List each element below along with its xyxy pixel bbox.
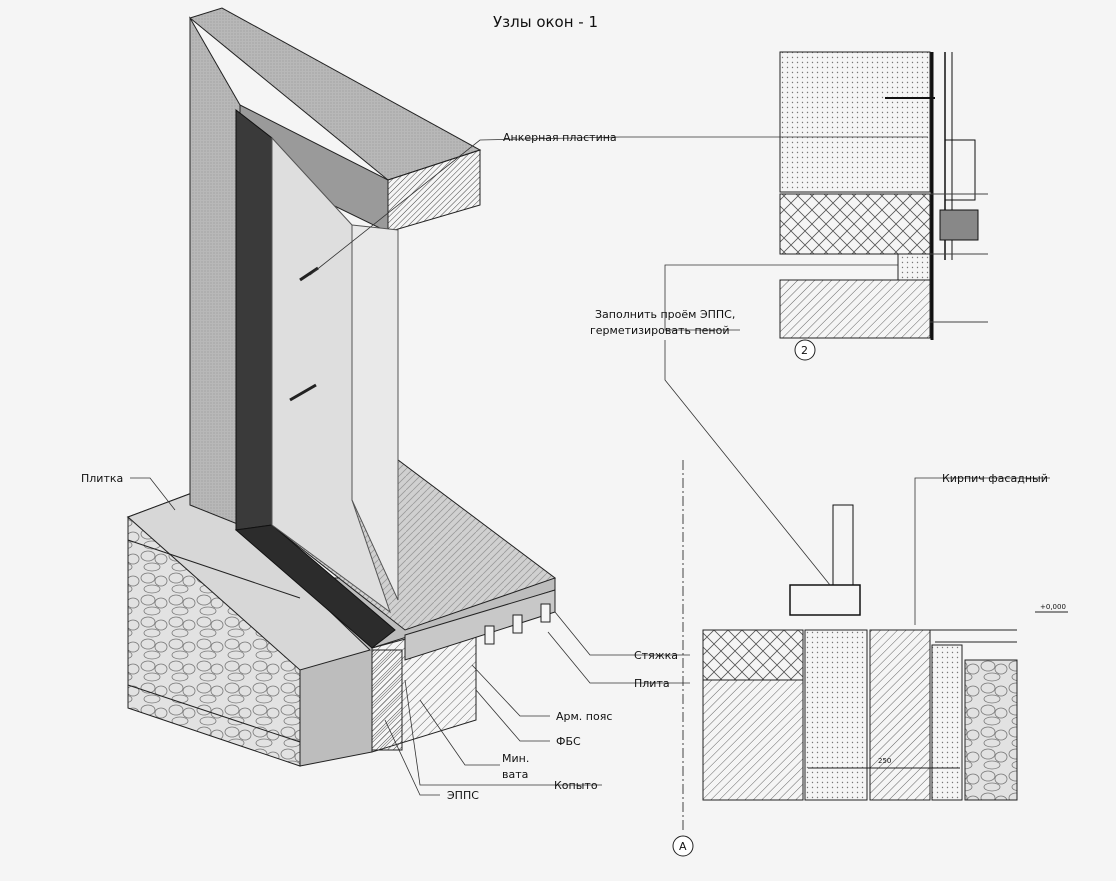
label-epps: ЭППС bbox=[447, 789, 479, 802]
window-glass bbox=[271, 136, 391, 614]
leader-fill-opening bbox=[664, 264, 898, 331]
layer-line bbox=[127, 684, 301, 743]
label-fill-opening-line1: Заполнить проём ЭППС, bbox=[595, 308, 735, 321]
label-kopyto: Копыто bbox=[554, 779, 598, 792]
section-a-dimension: 250 bbox=[878, 757, 891, 765]
leader-screed bbox=[554, 611, 690, 656]
window-frame bbox=[235, 108, 273, 531]
section-2-profile bbox=[944, 139, 976, 201]
leader-kopyto bbox=[404, 679, 602, 786]
anchor-plate-2 bbox=[289, 383, 317, 402]
layer-line bbox=[127, 539, 301, 599]
section-2-callout-number: 2 bbox=[801, 344, 808, 357]
label-slab: Плита bbox=[634, 677, 670, 690]
label-belt: Арм. пояс bbox=[556, 710, 612, 723]
kopyto-block bbox=[371, 649, 403, 751]
section-a-glass bbox=[832, 504, 854, 586]
section-2-insulation bbox=[779, 193, 931, 255]
label-tile: Плитка bbox=[81, 472, 123, 485]
section-2-profile bbox=[939, 209, 979, 241]
isometric-view bbox=[126, 7, 557, 767]
section-a-slab bbox=[804, 629, 868, 801]
leader-lines bbox=[130, 136, 1050, 796]
leader-fbs bbox=[475, 689, 550, 742]
section-2-wall-lower bbox=[779, 279, 931, 339]
section-a-level-mark: +0,000 bbox=[1040, 603, 1066, 611]
leader-minwool bbox=[419, 699, 500, 766]
slab-hole-3 bbox=[540, 603, 551, 623]
drawing-title: Узлы окон - 1 bbox=[493, 13, 598, 31]
section-a-view: 250 +0,000 A bbox=[672, 460, 1068, 857]
slab-hole-2 bbox=[512, 614, 523, 634]
leader-fill-opening-a bbox=[664, 340, 831, 586]
section-a-fbs bbox=[702, 679, 804, 801]
section-2-view: 2 bbox=[779, 51, 988, 361]
slab-hole-1 bbox=[484, 625, 495, 645]
label-anchor-plate: Анкерная пластина bbox=[503, 131, 617, 144]
label-minwool-line2: вата bbox=[502, 768, 528, 781]
section-2-callout bbox=[794, 339, 816, 361]
leader-belt bbox=[471, 664, 550, 717]
label-brick: Кирпич фасадный bbox=[942, 472, 1048, 485]
section-a-insulation bbox=[702, 629, 804, 681]
section-a-callout-letter: A bbox=[679, 840, 687, 853]
window-frame-sill bbox=[234, 524, 396, 649]
section-a-brick bbox=[869, 629, 931, 801]
leader-tile bbox=[130, 477, 176, 511]
anchor-plate-1 bbox=[299, 266, 319, 282]
section-2-epps-fill bbox=[897, 253, 931, 281]
leader-epps bbox=[384, 719, 440, 796]
label-fill-opening-line2: герметизировать пеной bbox=[590, 324, 730, 337]
glass-plane bbox=[351, 224, 399, 601]
wall-front-face bbox=[189, 16, 241, 526]
section-a-gravel bbox=[964, 659, 1018, 801]
section-a-outer-brick bbox=[931, 644, 963, 801]
section-2-wall-upper bbox=[779, 51, 931, 193]
leader-slab bbox=[547, 631, 690, 684]
leader-anchor-plate bbox=[309, 136, 928, 276]
label-fbs: ФБС bbox=[556, 735, 581, 748]
section-a-callout bbox=[672, 835, 694, 857]
section-a-window-profile bbox=[789, 584, 861, 616]
label-screed: Стяжка bbox=[634, 649, 678, 662]
label-minwool-line1: Мин. bbox=[502, 752, 529, 765]
leader-brick bbox=[914, 477, 1050, 625]
